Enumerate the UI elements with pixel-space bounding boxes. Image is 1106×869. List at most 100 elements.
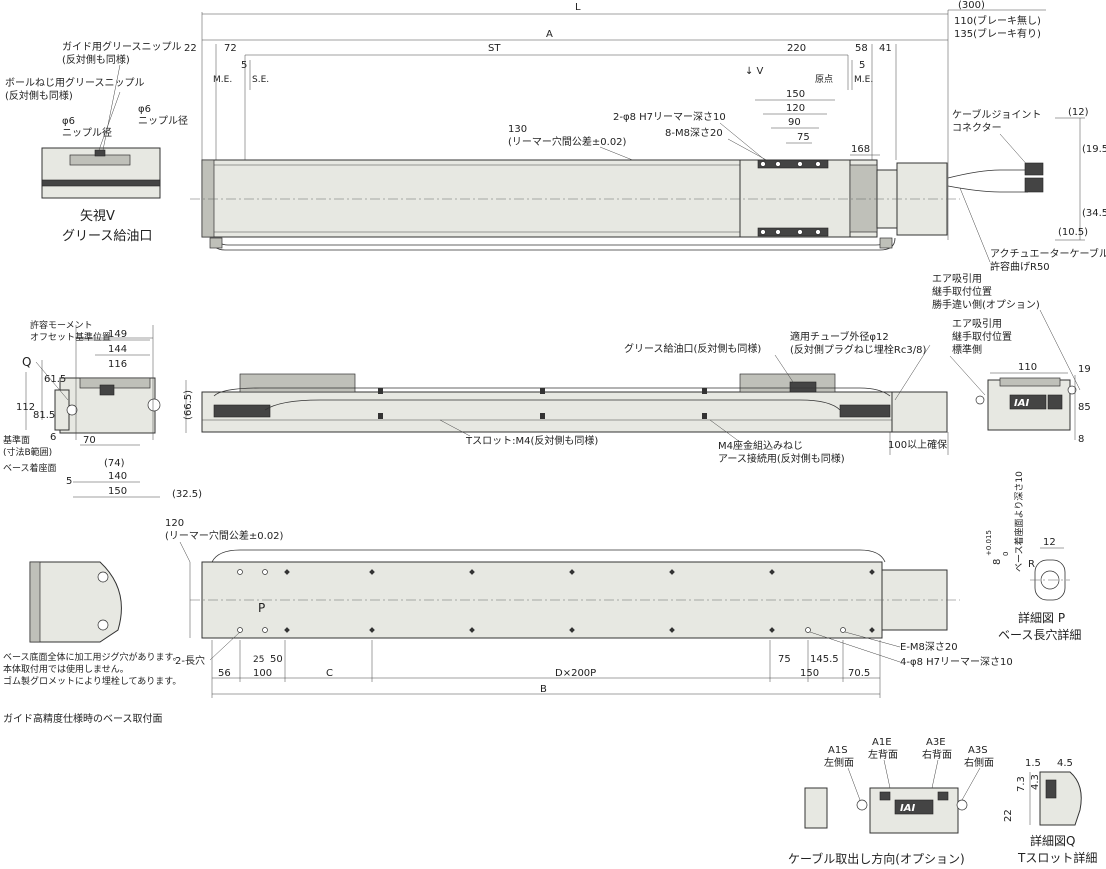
detail-q-4-3: 4.3 bbox=[1030, 774, 1041, 790]
note-moment-sub: オフセット基準位置 bbox=[30, 331, 111, 343]
dim-90: 90 bbox=[788, 117, 801, 128]
bottom-holes bbox=[237, 569, 875, 633]
dim-85: 85 bbox=[1078, 402, 1091, 413]
dim-66-5: (66.5) bbox=[183, 390, 194, 420]
dim-ST: ST bbox=[488, 43, 501, 54]
detail-p-r: R bbox=[1028, 559, 1035, 570]
dim-41: 41 bbox=[879, 43, 892, 54]
note-tube: 適用チューブ外径φ12 bbox=[790, 330, 889, 343]
dim-100-bottom: 100 bbox=[253, 668, 272, 679]
top-view: L (300) 110(ブレーキ無し) 135(ブレーキ有り) A ST 22 … bbox=[5, 0, 1106, 273]
dim-D: D×200P bbox=[555, 668, 596, 679]
note-m8: 8-M8深さ20 bbox=[665, 127, 723, 139]
carriage-holes bbox=[760, 161, 821, 235]
dim-56: 56 bbox=[218, 668, 231, 679]
label-a3e: A3E bbox=[926, 737, 946, 748]
detail-q-4-5: 4.5 bbox=[1057, 758, 1073, 769]
label-a3e-sub: 右背面 bbox=[922, 748, 952, 761]
view-v-title: 矢視V bbox=[80, 209, 115, 224]
dim-100-clearance: 100以上確保 bbox=[888, 438, 947, 451]
dim-140: 140 bbox=[108, 471, 127, 482]
note-air-std-2: 継手取付位置 bbox=[952, 330, 1012, 343]
dim-150-bottom: 150 bbox=[800, 668, 819, 679]
dim-58: 58 bbox=[855, 43, 868, 54]
note-air-opt-3: 勝手違い側(オプション) bbox=[932, 298, 1040, 311]
note-m4: M4座金組込みねじ bbox=[718, 439, 803, 452]
note-nipple-a: ニップル径 bbox=[62, 126, 112, 139]
note-em8: E-M8深さ20 bbox=[900, 641, 958, 653]
dim-220: 220 bbox=[787, 43, 806, 54]
detail-p-tol: 8 bbox=[992, 559, 1003, 565]
dim-112: 112 bbox=[16, 402, 35, 413]
detail-p-tol-sup: +0.015 bbox=[985, 530, 993, 556]
label-me-right: M.E. bbox=[854, 75, 873, 85]
note-reamer: 2-φ8 H7リーマー深さ10 bbox=[613, 111, 726, 123]
detail-p-sub: ベース長穴詳細 bbox=[998, 627, 1081, 642]
detail-q: 1.5 4.5 7.3 4.3 22 詳細図Q Tスロット詳細 bbox=[1003, 758, 1097, 865]
dim-120-bottom: 120 bbox=[165, 518, 184, 529]
note-ball-grease: ボールねじ用グリースニップル bbox=[5, 76, 145, 89]
dim-81-5: 81.5 bbox=[33, 410, 55, 421]
logo-iai-cable: IAI bbox=[900, 803, 915, 814]
note-base-face: ベース着座面 bbox=[3, 462, 57, 474]
label-origin: 原点 bbox=[815, 74, 833, 85]
note-reamer4: 4-φ8 H7リーマー深さ10 bbox=[900, 656, 1013, 668]
dim-149: 149 bbox=[108, 329, 127, 340]
note-phi6-b: φ6 bbox=[138, 104, 151, 115]
dim-145-5: 145.5 bbox=[810, 654, 839, 665]
note-moment: 許容モーメント bbox=[30, 319, 93, 331]
dim-6: 6 bbox=[50, 432, 56, 443]
detail-p-tol-sub: 0 bbox=[1002, 552, 1010, 556]
dim-32-5: (32.5) bbox=[172, 489, 202, 500]
dim-L: L bbox=[575, 2, 581, 13]
detail-p-depth: ベース着座面より深さ10 bbox=[1013, 471, 1025, 572]
note-air-opt: エア吸引用 bbox=[932, 273, 982, 285]
label-a3s-sub: 右側面 bbox=[964, 756, 994, 769]
note-air-std: エア吸引用 bbox=[952, 318, 1002, 330]
bottom-view: ベース底面全体に加工用ジグ穴があります。 本体取付用では使用しません。 ゴム製グ… bbox=[3, 518, 1013, 725]
note-actuator-cable: アクチュエーターケーブル bbox=[990, 247, 1106, 260]
dim-135: 135(ブレーキ有り) bbox=[954, 27, 1041, 40]
dim-110: 110(ブレーキ無し) bbox=[954, 14, 1041, 27]
dim-70: 70 bbox=[83, 435, 96, 446]
dim-130: 130 bbox=[508, 124, 527, 135]
dim-300: (300) bbox=[958, 0, 985, 11]
bottom-note-1: ベース底面全体に加工用ジグ穴があります。 bbox=[3, 651, 182, 663]
side-view: 149 144 116 許容モーメント オフセット基準位置 Q 112 61.5… bbox=[3, 273, 1091, 500]
dim-10-5: (10.5) bbox=[1058, 227, 1088, 238]
note-cable-joint: ケーブルジョイント bbox=[952, 108, 1041, 121]
note-ref-face: 基準面 bbox=[3, 434, 30, 446]
dim-50: 50 bbox=[270, 654, 283, 665]
note-air-std-3: 標準側 bbox=[952, 343, 982, 356]
dim-150-side: 150 bbox=[108, 486, 127, 497]
label-me-left: M.E. bbox=[213, 75, 232, 85]
dim-74: (74) bbox=[104, 458, 125, 469]
detail-q-22: 22 bbox=[1003, 809, 1014, 822]
note-guide-grease-sub: (反対側も同様) bbox=[62, 53, 130, 66]
detail-p-12: 12 bbox=[1043, 537, 1056, 548]
detail-p: ベース着座面より深さ10 8 +0.015 0 12 R 詳細図 P ベース長穴… bbox=[985, 471, 1081, 642]
dim-61-5: 61.5 bbox=[44, 374, 66, 385]
dim-8: 8 bbox=[1078, 434, 1084, 445]
label-a1s-sub: 左側面 bbox=[824, 756, 854, 769]
note-tube-sub: (反対側プラグねじ埋栓Rc3/8) bbox=[790, 343, 926, 356]
dim-5a: 5 bbox=[241, 60, 247, 71]
note-nipple-b: ニップル径 bbox=[138, 114, 188, 127]
dim-144: 144 bbox=[108, 344, 127, 355]
dim-B: B bbox=[540, 684, 547, 695]
note-grease-port: グリース給油口(反対側も同様) bbox=[624, 342, 761, 355]
dim-C: C bbox=[326, 668, 333, 679]
label-a3s: A3S bbox=[968, 745, 988, 756]
dim-70-5: 70.5 bbox=[848, 668, 870, 679]
cable-caption: ケーブル取出し方向(オプション) bbox=[788, 851, 965, 866]
note-connector: コネクター bbox=[952, 122, 1002, 134]
dim-110-end: 110 bbox=[1018, 362, 1037, 373]
dim-150-carriage: 150 bbox=[786, 89, 805, 100]
side-screw-dots bbox=[378, 388, 707, 419]
detail-p-title: 詳細図 P bbox=[1018, 610, 1065, 625]
note-m4-sub: アース接続用(反対側も同様) bbox=[718, 452, 845, 465]
dim-168: 168 bbox=[851, 144, 870, 155]
detail-q-sub: Tスロット詳細 bbox=[1017, 850, 1097, 865]
dim-A: A bbox=[546, 29, 553, 40]
